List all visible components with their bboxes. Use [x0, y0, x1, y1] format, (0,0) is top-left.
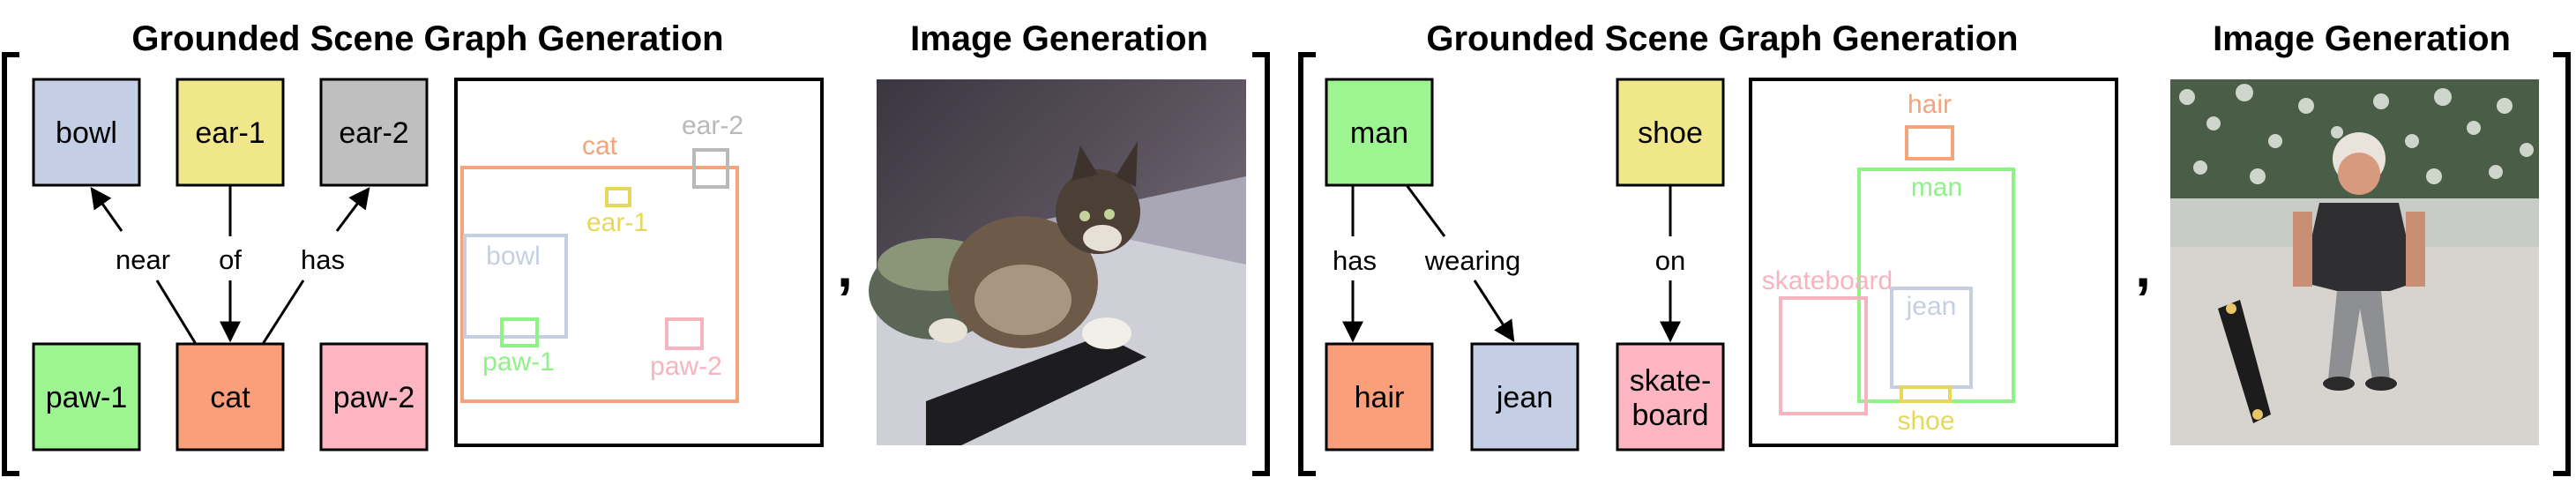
edge-label-near: near: [116, 244, 170, 275]
node-shoe: shoe: [1616, 78, 1725, 187]
node-skateboard: skate- board: [1616, 342, 1725, 451]
bbox-label-paw-1: paw-1: [482, 347, 555, 377]
bbox-label-man: man: [1911, 173, 1962, 202]
node-label: hair: [1355, 381, 1405, 414]
generated-image-man: [2170, 79, 2539, 445]
edge-line-wearing-upper: [1405, 184, 1446, 237]
node-ear-2: ear-2: [319, 78, 429, 187]
bbox-label-paw-2: paw-2: [650, 352, 722, 381]
right-comma: ,: [2135, 235, 2151, 299]
edge-arrow-wearing-lower: [1473, 280, 1515, 343]
bbox-label-ear-1: ear-1: [586, 208, 648, 237]
left-comma: ,: [837, 235, 853, 299]
node-label: jean: [1496, 381, 1553, 414]
bbox-label-ear-2: ear-2: [682, 111, 743, 140]
right-close-bracket: [2553, 52, 2571, 476]
left-close-bracket: [1252, 52, 1270, 476]
right-scene-graph-title: Grounded Scene Graph Generation: [1426, 19, 2018, 58]
node-label: cat: [210, 381, 250, 414]
bbox-ear-1: [605, 187, 631, 207]
bbox-label-hair: hair: [1908, 90, 1952, 119]
bbox-cat: [460, 166, 739, 403]
bbox-paw-2: [665, 317, 704, 350]
edge-line-near-lower: [155, 280, 198, 345]
right-open-bracket: [1298, 52, 1316, 476]
layout-frame-right: [1749, 78, 2118, 447]
bbox-skateboard: [1779, 296, 1868, 415]
node-label: bowl: [56, 116, 117, 150]
node-label-line1: skate-: [1630, 364, 1712, 398]
node-label: shoe: [1638, 116, 1703, 150]
node-label: paw-1: [46, 381, 128, 414]
node-jean: jean: [1470, 342, 1579, 451]
edge-arrow-has-upper: [335, 187, 370, 232]
node-label: man: [1350, 116, 1408, 150]
bbox-bowl: [463, 234, 568, 339]
left-image-generation-title: Image Generation: [910, 19, 1208, 58]
layout-boxes-left: cat ear-2 ear-1 bowl paw-1 paw-2: [460, 111, 743, 403]
edge-label-has: has: [1333, 245, 1377, 276]
node-paw-1: paw-1: [32, 342, 141, 451]
edge-label-has: has: [301, 244, 345, 275]
node-hair: hair: [1325, 342, 1434, 451]
edge-arrow-near-upper: [90, 187, 123, 232]
bbox-hair: [1905, 125, 1954, 160]
edge-label-on: on: [1655, 245, 1685, 276]
edge-label-wearing: wearing: [1424, 245, 1521, 276]
bbox-ear-2: [692, 148, 729, 189]
left-panel: Grounded Scene Graph Generation Image Ge…: [2, 19, 1270, 476]
node-label: ear-1: [195, 116, 265, 150]
bbox-label-cat: cat: [582, 131, 618, 160]
bbox-paw-1: [500, 317, 539, 347]
node-label: ear-2: [339, 116, 408, 150]
right-panel: Grounded Scene Graph Generation Image Ge…: [1298, 19, 2571, 476]
node-label: paw-2: [333, 381, 415, 414]
left-scene-graph-title: Grounded Scene Graph Generation: [131, 19, 723, 58]
node-bowl: bowl: [32, 78, 141, 187]
edge-label-of: of: [219, 244, 242, 275]
bbox-label-skateboard: skateboard: [1762, 266, 1893, 295]
node-paw-2: paw-2: [319, 342, 429, 451]
bbox-shoe: [1900, 385, 1952, 403]
generated-image-cat: [869, 79, 1246, 445]
bbox-label-jean: jean: [1906, 292, 1957, 321]
node-man: man: [1325, 78, 1434, 187]
node-cat: cat: [175, 342, 285, 451]
right-image-generation-title: Image Generation: [2213, 19, 2511, 58]
node-ear-1: ear-1: [175, 78, 285, 187]
layout-frame-left: [454, 78, 824, 447]
bbox-label-bowl: bowl: [486, 242, 541, 271]
edge-line-has-lower: [261, 280, 305, 345]
layout-boxes-right: hair man skateboard jean shoe: [1762, 90, 2015, 436]
bbox-label-shoe: shoe: [1897, 407, 1954, 436]
node-label-line2: board: [1632, 399, 1709, 432]
left-open-bracket: [2, 52, 19, 476]
